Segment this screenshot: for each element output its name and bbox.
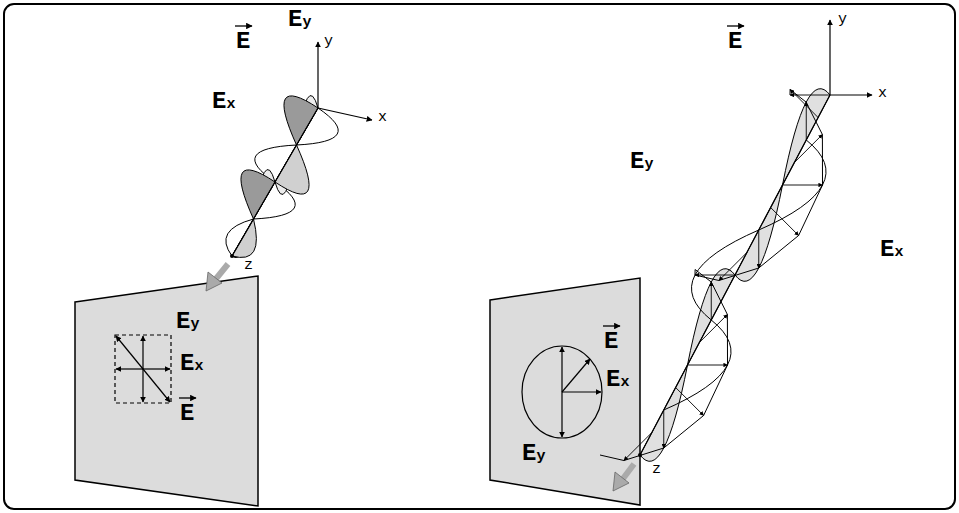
- propagation-arrow: [613, 464, 634, 491]
- component-label: Ex: [180, 352, 203, 376]
- component-label: Ey: [176, 310, 199, 334]
- screen: [490, 278, 640, 505]
- axis-label: x: [378, 110, 387, 125]
- helix: [600, 90, 823, 461]
- vector-arrow: [179, 26, 744, 398]
- component-label: Ex: [606, 368, 629, 392]
- axis-label: x: [878, 86, 887, 101]
- component-label: Ey: [522, 442, 545, 466]
- frame: [4, 4, 955, 509]
- axis-label: y: [838, 12, 847, 27]
- screen-vectors: [522, 346, 602, 438]
- vector-label: E: [604, 330, 618, 354]
- vector-label: E: [180, 402, 194, 426]
- screen-vectors: [115, 335, 171, 403]
- axes: [640, 20, 872, 455]
- axes: [232, 42, 372, 256]
- ey-wave: [232, 95, 318, 257]
- vector-label: E: [236, 30, 250, 54]
- component-label: Ey: [288, 8, 311, 32]
- propagation-arrow: [206, 264, 228, 291]
- component-label: Ex: [212, 90, 235, 114]
- axis-label: z: [652, 462, 661, 477]
- vector-label: E: [728, 30, 742, 54]
- component-label: Ey: [630, 150, 653, 174]
- ey-wave: [640, 89, 830, 462]
- axis-label: y: [324, 34, 333, 49]
- resultant-wave: [232, 96, 318, 258]
- field-vectors: [624, 90, 830, 461]
- component-label: Ex: [880, 238, 903, 262]
- ex-wave: [226, 108, 338, 256]
- axis-label: z: [244, 258, 253, 273]
- ex-wave: [664, 140, 826, 410]
- screen: [75, 276, 258, 506]
